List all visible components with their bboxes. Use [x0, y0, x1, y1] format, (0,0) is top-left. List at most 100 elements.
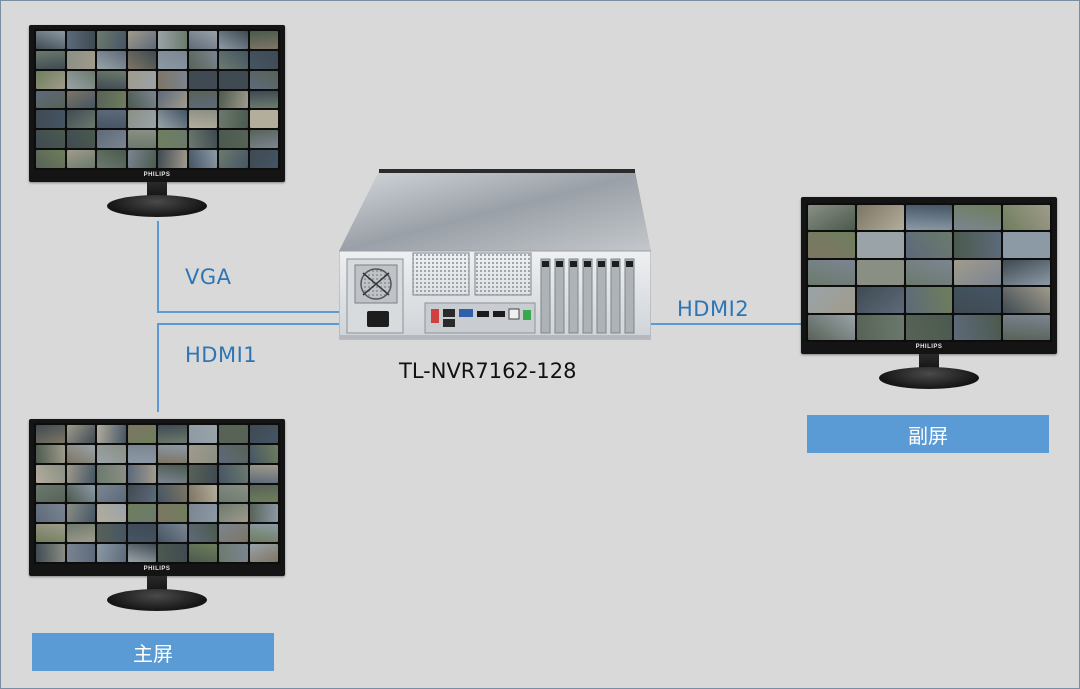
- hdmi1-cable-vertical: [157, 324, 159, 412]
- camera-feed-tile: [97, 524, 126, 543]
- camera-feed-tile: [158, 425, 187, 443]
- camera-feed-tile: [36, 464, 65, 483]
- camera-feed-tile: [856, 314, 904, 340]
- camera-feed-tile: [127, 464, 156, 483]
- camera-feed-tile: [158, 544, 187, 562]
- camera-feed-tile: [1003, 259, 1050, 286]
- camera-feed-tile: [188, 524, 217, 543]
- camera-feed-tile: [36, 31, 65, 49]
- monitor-brand-logo: PHILIPS: [143, 566, 171, 572]
- vga-cable-horizontal: [157, 311, 443, 313]
- camera-feed-tile: [158, 464, 187, 483]
- camera-feed-tile: [219, 90, 248, 109]
- camera-feed-tile: [36, 425, 65, 443]
- camera-feed-tile: [158, 524, 187, 543]
- hdmi2-label: HDMI2: [677, 297, 750, 321]
- camera-feed-tile: [249, 150, 278, 168]
- camera-feed-tile: [856, 287, 904, 313]
- camera-feed-tile: [36, 544, 65, 562]
- monitor-bottom-left: PHILIPS: [29, 419, 285, 611]
- camera-feed-tile: [36, 90, 65, 109]
- camera-feed-tile: [219, 504, 248, 523]
- camera-feed-tile: [1003, 287, 1050, 313]
- camera-feed-tile: [249, 524, 278, 543]
- camera-feed-tile: [127, 484, 156, 503]
- hdmi1-cable-horizontal: [157, 323, 487, 325]
- monitor-screen: [34, 423, 280, 564]
- camera-feed-tile: [905, 259, 953, 286]
- camera-feed-tile: [127, 544, 156, 562]
- camera-feed-tile: [127, 90, 156, 109]
- camera-feed-tile: [66, 31, 95, 49]
- camera-feed-tile: [66, 504, 95, 523]
- camera-feed-tile: [808, 232, 855, 258]
- camera-feed-tile: [249, 464, 278, 483]
- camera-feed-tile: [808, 205, 855, 231]
- hdmi1-label: HDMI1: [185, 343, 258, 367]
- camera-feed-tile: [219, 110, 248, 129]
- camera-feed-tile: [856, 205, 904, 231]
- camera-feed-tile: [97, 110, 126, 129]
- camera-feed-tile: [127, 50, 156, 69]
- camera-feed-tile: [97, 50, 126, 69]
- camera-feed-tile: [249, 504, 278, 523]
- camera-feed-tile: [66, 484, 95, 503]
- camera-feed-tile: [97, 90, 126, 109]
- camera-feed-tile: [219, 150, 248, 168]
- camera-feed-tile: [97, 544, 126, 562]
- camera-feed-tile: [905, 314, 953, 340]
- monitor-stand: [107, 195, 207, 217]
- camera-feed-tile: [127, 150, 156, 168]
- camera-feed-tile: [36, 130, 65, 149]
- camera-feed-tile: [127, 31, 156, 49]
- camera-feed-tile: [1003, 314, 1050, 340]
- camera-feed-tile: [219, 130, 248, 149]
- camera-feed-tile: [249, 130, 278, 149]
- monitor-screen: [806, 203, 1052, 342]
- camera-feed-tile: [905, 232, 953, 258]
- camera-feed-tile: [954, 287, 1002, 313]
- camera-feed-tile: [219, 70, 248, 89]
- camera-feed-tile: [158, 50, 187, 69]
- camera-feed-tile: [36, 50, 65, 69]
- camera-feed-tile: [219, 544, 248, 562]
- camera-feed-tile: [219, 464, 248, 483]
- camera-feed-tile: [219, 425, 248, 443]
- camera-feed-tile: [249, 110, 278, 129]
- camera-feed-tile: [249, 484, 278, 503]
- camera-feed-tile: [66, 544, 95, 562]
- camera-feed-tile: [97, 464, 126, 483]
- camera-feed-tile: [905, 287, 953, 313]
- camera-feed-tile: [127, 110, 156, 129]
- camera-feed-tile: [249, 50, 278, 69]
- camera-feed-tile: [66, 464, 95, 483]
- camera-feed-tile: [158, 130, 187, 149]
- camera-feed-tile: [856, 259, 904, 286]
- monitor-stand: [107, 589, 207, 611]
- camera-feed-tile: [1003, 205, 1050, 231]
- camera-feed-tile: [127, 70, 156, 89]
- camera-feed-tile: [127, 524, 156, 543]
- camera-feed-tile: [188, 504, 217, 523]
- camera-feed-tile: [127, 444, 156, 463]
- camera-feed-tile: [188, 110, 217, 129]
- camera-feed-tile: [249, 425, 278, 443]
- camera-feed-tile: [36, 110, 65, 129]
- camera-feed-tile: [954, 314, 1002, 340]
- camera-feed-tile: [66, 50, 95, 69]
- camera-feed-tile: [66, 130, 95, 149]
- camera-feed-tile: [158, 484, 187, 503]
- camera-feed-tile: [97, 484, 126, 503]
- camera-feed-tile: [249, 70, 278, 89]
- nvr-model-label: TL-NVR7162-128: [399, 359, 577, 383]
- camera-feed-tile: [954, 232, 1002, 258]
- monitor-screen: [34, 29, 280, 170]
- camera-feed-tile: [127, 504, 156, 523]
- camera-feed-tile: [219, 484, 248, 503]
- camera-feed-tile: [36, 70, 65, 89]
- camera-feed-tile: [97, 425, 126, 443]
- camera-feed-tile: [188, 31, 217, 49]
- nvr-device-image: [338, 169, 652, 341]
- camera-feed-tile: [249, 544, 278, 562]
